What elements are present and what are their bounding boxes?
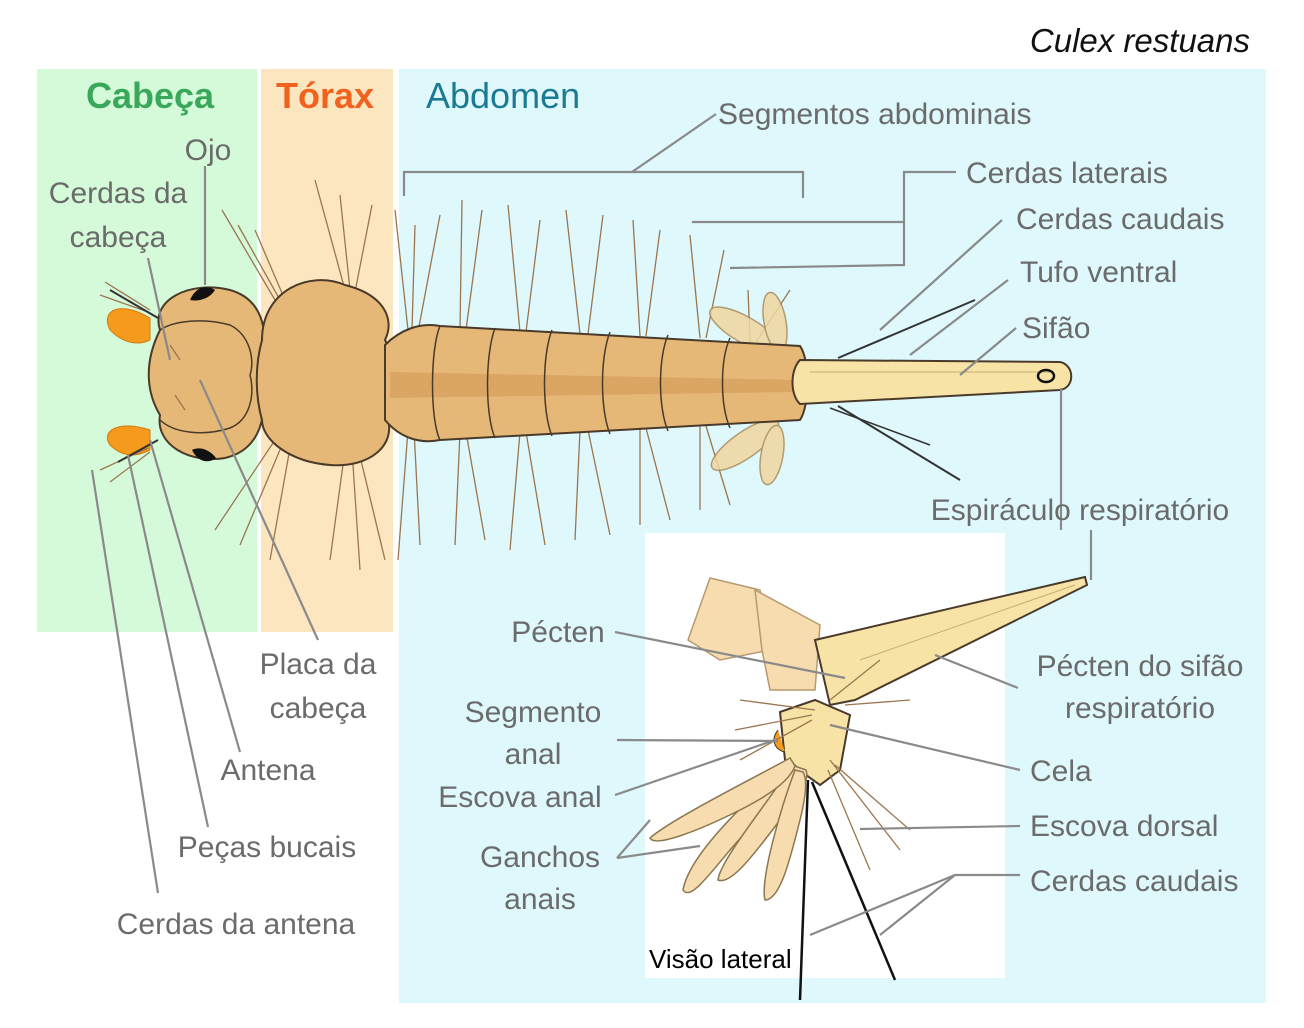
label-anal-hooks-1: Ganchos	[480, 841, 600, 874]
label-lateral-view: Visão lateral	[649, 944, 792, 974]
label-head-plate-1: Placa da	[260, 648, 377, 681]
antenna-brush	[107, 308, 151, 344]
abdomen-zone-label: Abdomen	[426, 75, 580, 116]
lateral-view-shape	[649, 575, 1089, 1001]
body-setae	[214, 179, 791, 571]
siphon-shape	[791, 299, 1073, 481]
thorax-zone-label: Tórax	[276, 75, 374, 116]
label-siphon: Sifão	[1022, 312, 1090, 345]
label-lateral-setae: Cerdas laterais	[966, 157, 1168, 190]
label-antenna-setae: Cerdas da antena	[117, 908, 356, 941]
label-ojo: Ojo	[185, 134, 232, 167]
label-anal-hooks-2: anais	[504, 883, 576, 916]
label-spiracle: Espiráculo respiratório	[931, 494, 1229, 527]
label-anal-segment-2: anal	[505, 738, 562, 771]
label-pecten: Pécten	[511, 616, 604, 649]
leader-lines	[90, 113, 1093, 937]
head-zone-label: Cabeça	[86, 75, 215, 116]
label-anal-segment-1: Segmento	[465, 696, 602, 729]
label-head-setae-2: cabeça	[70, 221, 167, 254]
label-caudal-setae: Cerdas caudais	[1016, 203, 1224, 236]
label-mouthparts: Peças bucais	[178, 831, 356, 864]
label-antenna: Antena	[220, 754, 315, 787]
label-caudal-setae-lateral: Cerdas caudais	[1030, 865, 1238, 898]
label-head-plate-2: cabeça	[270, 692, 367, 725]
label-siphon-pecten-1: Pécten do sifão	[1037, 650, 1244, 683]
ventral-tuft-shape	[709, 291, 788, 486]
label-ventral-tuft: Tufo ventral	[1020, 256, 1177, 289]
species-title: Culex restuans	[1030, 22, 1250, 59]
label-dorsal-brush: Escova dorsal	[1030, 810, 1218, 843]
label-abdominal-segments: Segmentos abdominais	[718, 98, 1032, 131]
labels: Ojo Cerdas da cabeça Placa da cabeça Ant…	[49, 98, 1244, 974]
abdomen-shape	[384, 324, 809, 443]
thorax-shape	[255, 279, 398, 467]
label-anal-brush: Escova anal	[438, 781, 601, 814]
label-head-setae-1: Cerdas da	[49, 177, 188, 210]
label-saddle: Cela	[1030, 755, 1092, 788]
label-siphon-pecten-2: respiratório	[1065, 692, 1215, 725]
head-shape	[99, 281, 266, 483]
